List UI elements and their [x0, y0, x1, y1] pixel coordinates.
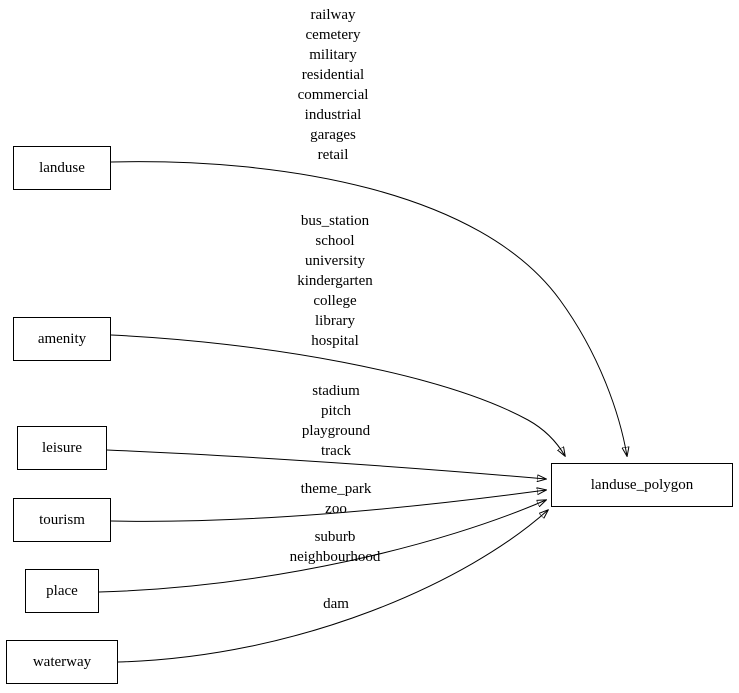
edge-label-leisure: stadium pitch playground track	[301, 383, 371, 459]
edge-waterway-to-landuse_polygon	[117, 510, 548, 663]
edge-label-tourism: theme_park zoo	[300, 481, 372, 517]
edge-label-amenity: bus_station school university kindergart…	[297, 213, 373, 349]
node-tourism: tourism	[13, 498, 111, 542]
node-landuse_polygon: landuse_polygon	[551, 463, 733, 507]
node-place: place	[25, 569, 99, 613]
edge-amenity-to-landuse_polygon	[110, 334, 565, 456]
node-leisure: leisure	[17, 426, 107, 470]
edge-leisure-to-landuse_polygon	[106, 449, 546, 479]
node-amenity: amenity	[13, 317, 111, 361]
edge-label-place: suburb neighbourhood	[289, 529, 381, 565]
edge-tourism-to-landuse_polygon	[110, 490, 546, 522]
node-landuse: landuse	[13, 146, 111, 190]
node-waterway: waterway	[6, 640, 118, 684]
edge-place-to-landuse_polygon	[98, 500, 546, 593]
edge-label-landuse: railway cemetery military residential co…	[297, 7, 369, 163]
edge-landuse-to-landuse_polygon	[110, 161, 627, 456]
edge-label-waterway: dam	[323, 596, 349, 612]
